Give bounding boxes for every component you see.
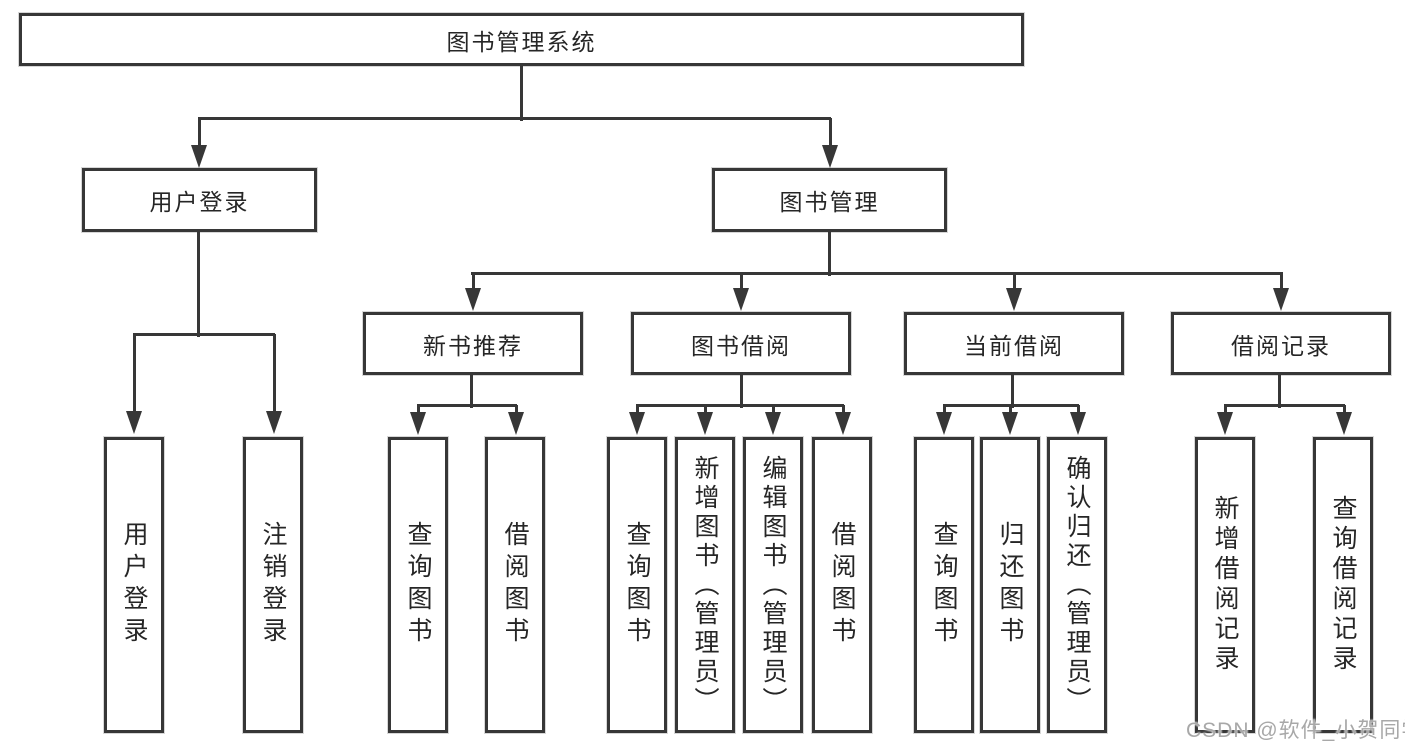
watermark: CSDN @软件_小贺同学 xyxy=(1186,719,1405,742)
node-current-borrowing-label: 当前借阅 xyxy=(964,332,1064,359)
connector-arrow-stem xyxy=(842,405,845,416)
connector-arrow-stem xyxy=(1280,273,1283,292)
arrow-down-icon xyxy=(266,411,282,434)
connector-arrow-stem xyxy=(133,334,136,415)
connector-arrow-stem xyxy=(704,405,707,416)
connector-arrow-stem xyxy=(417,405,420,416)
connector-vline xyxy=(520,66,523,121)
arrow-down-icon xyxy=(1006,288,1022,311)
arrow-down-icon xyxy=(936,412,952,435)
leaf-br-query-record: 查询借阅记录 xyxy=(1313,437,1373,733)
leaf-nb-query-books: 查询图书 xyxy=(388,437,448,733)
node-user-login-label: 用户登录 xyxy=(149,189,250,215)
arrow-down-icon xyxy=(1217,412,1233,435)
node-new-book-recommend-label: 新书推荐 xyxy=(423,332,523,359)
connector-arrow-stem xyxy=(772,405,775,416)
node-library-management-system-label: 图书管理系统 xyxy=(446,28,597,55)
node-new-book-recommend: 新书推荐 xyxy=(363,312,583,375)
arrow-down-icon xyxy=(1336,412,1352,435)
connector-arrow-stem xyxy=(515,405,518,416)
node-current-borrowing: 当前借阅 xyxy=(904,312,1124,375)
connector-arrow-stem xyxy=(1224,405,1227,416)
connector-arrow-stem xyxy=(740,273,743,292)
leaf-bb-borrow-books-label: 借阅图书 xyxy=(828,521,856,649)
connector-hline xyxy=(198,117,831,120)
leaf-user-login: 用户登录 xyxy=(104,437,164,733)
leaf-bb-add-books-admin-label: 新增图书（管理员） xyxy=(691,454,719,716)
leaf-cb-confirm-return-admin: 确认归还（管理员） xyxy=(1047,437,1107,733)
connector-hline xyxy=(1224,404,1345,407)
node-library-management-system: 图书管理系统 xyxy=(19,13,1024,66)
leaf-bb-borrow-books: 借阅图书 xyxy=(812,437,872,733)
connector-vline xyxy=(197,232,200,337)
leaf-bb-edit-books-admin-label: 编辑图书（管理员） xyxy=(759,454,787,716)
leaf-user-login-label: 用户登录 xyxy=(120,521,148,649)
connector-arrow-stem xyxy=(472,273,475,292)
arrow-down-icon xyxy=(410,412,426,435)
node-user-login: 用户登录 xyxy=(82,168,317,232)
connector-arrow-stem xyxy=(1009,405,1012,416)
node-borrowing-records-label: 借阅记录 xyxy=(1231,332,1331,359)
arrow-down-icon xyxy=(1273,288,1289,311)
arrow-down-icon xyxy=(465,288,481,311)
leaf-logout-label: 注销登录 xyxy=(259,521,287,649)
leaf-nb-borrow-books-label: 借阅图书 xyxy=(501,521,529,649)
node-book-borrowing: 图书借阅 xyxy=(631,312,851,375)
leaf-nb-query-books-label: 查询图书 xyxy=(404,521,432,649)
node-book-borrowing-label: 图书借阅 xyxy=(691,332,791,359)
leaf-br-add-record: 新增借阅记录 xyxy=(1195,437,1255,733)
connector-hline xyxy=(471,272,1283,275)
leaf-bb-edit-books-admin: 编辑图书（管理员） xyxy=(743,437,803,733)
connector-arrow-stem xyxy=(198,118,201,149)
arrow-down-icon xyxy=(697,412,713,435)
arrow-down-icon xyxy=(1002,412,1018,435)
arrow-down-icon xyxy=(765,412,781,435)
connector-vline xyxy=(828,232,831,276)
connector-arrow-stem xyxy=(829,118,832,149)
arrow-down-icon xyxy=(822,145,838,168)
arrow-down-icon xyxy=(508,412,524,435)
connector-arrow-stem xyxy=(273,334,276,415)
connector-vline xyxy=(470,375,473,408)
connector-arrow-stem xyxy=(943,405,946,416)
connector-vline xyxy=(1278,375,1281,408)
leaf-bb-query-books-label: 查询图书 xyxy=(623,521,651,649)
connector-arrow-stem xyxy=(1077,405,1080,416)
node-book-management-label: 图书管理 xyxy=(779,189,880,215)
connector-arrow-stem xyxy=(1343,405,1346,416)
leaf-cb-return-books: 归还图书 xyxy=(980,437,1040,733)
node-book-management: 图书管理 xyxy=(712,168,947,232)
arrow-down-icon xyxy=(835,412,851,435)
leaf-br-query-record-label: 查询借阅记录 xyxy=(1329,495,1357,675)
connector-vline xyxy=(1011,375,1014,408)
arrow-down-icon xyxy=(629,412,645,435)
connector-vline xyxy=(740,375,743,408)
arrow-down-icon xyxy=(1070,412,1086,435)
connector-arrow-stem xyxy=(636,405,639,416)
leaf-cb-confirm-return-admin-label: 确认归还（管理员） xyxy=(1063,454,1091,716)
arrow-down-icon xyxy=(126,411,142,434)
leaf-cb-return-books-label: 归还图书 xyxy=(996,521,1024,649)
leaf-br-add-record-label: 新增借阅记录 xyxy=(1211,495,1239,675)
leaf-logout: 注销登录 xyxy=(243,437,303,733)
arrow-down-icon xyxy=(733,288,749,311)
leaf-cb-query-books-label: 查询图书 xyxy=(930,521,958,649)
connector-arrow-stem xyxy=(1013,273,1016,292)
connector-hline xyxy=(417,404,517,407)
connector-hline xyxy=(133,333,275,336)
arrow-down-icon xyxy=(191,145,207,168)
node-borrowing-records: 借阅记录 xyxy=(1171,312,1391,375)
connector-hline xyxy=(636,404,844,407)
leaf-bb-add-books-admin: 新增图书（管理员） xyxy=(675,437,735,733)
leaf-cb-query-books: 查询图书 xyxy=(914,437,974,733)
leaf-nb-borrow-books: 借阅图书 xyxy=(485,437,545,733)
leaf-bb-query-books: 查询图书 xyxy=(607,437,667,733)
